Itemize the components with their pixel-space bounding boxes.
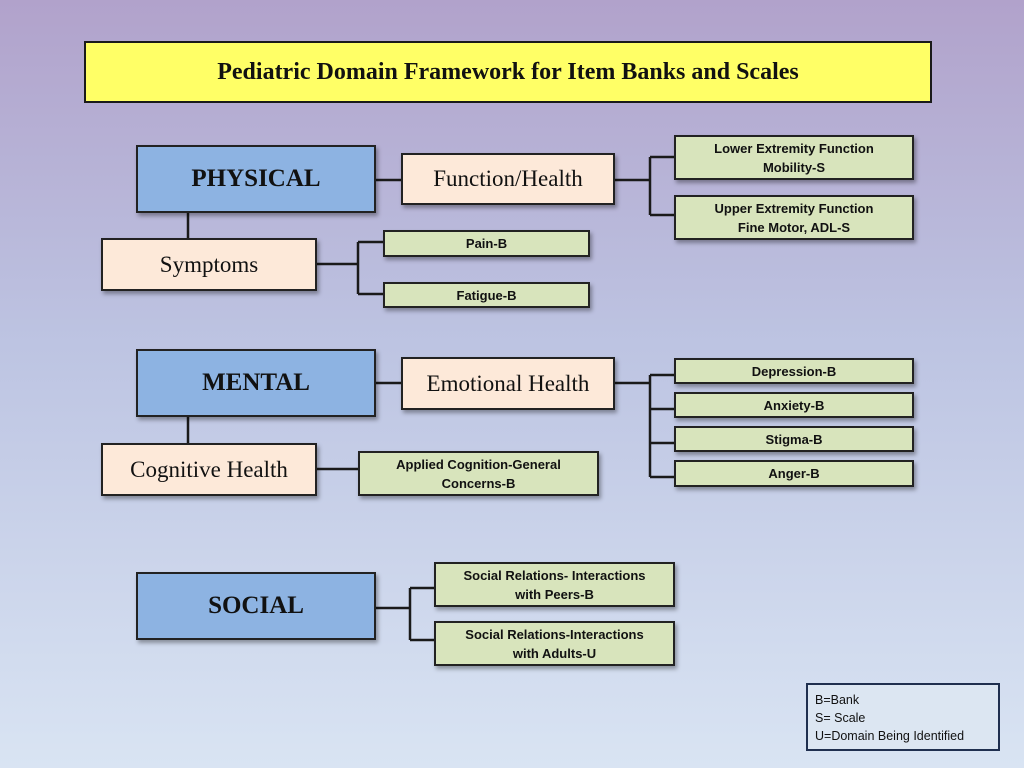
item-line: Anxiety-B [763,397,825,413]
item-line: with Adults-U [512,645,597,661]
item-line: Concerns-B [441,475,516,491]
subdomain-function-health: Function/Health [401,153,615,205]
item-peers: Social Relations- Interactions with Peer… [434,562,675,607]
subdomain-symptoms: Symptoms [101,238,317,291]
legend-entry: U=Domain Being Identified [815,729,965,743]
domain-social: SOCIAL [136,572,376,640]
legend-entry: S= Scale [815,711,866,725]
item-adults: Social Relations-Interactions with Adult… [434,621,675,666]
item-line: Social Relations-Interactions [465,626,644,642]
item-stigma: Stigma-B [674,426,914,452]
item-line: Lower Extremity Function [714,140,874,156]
subdomain-cognitive-health: Cognitive Health [101,443,317,496]
item-line: Upper Extremity Function [714,200,874,216]
item-applied-cognition: Applied Cognition-General Concerns-B [358,451,599,496]
item-line: Depression-B [751,363,837,379]
item-line: Anger-B [768,466,820,481]
page-title: Pediatric Domain Framework for Item Bank… [84,41,932,103]
legend-box: B=Bank S= Scale U=Domain Being Identifie… [806,683,1000,751]
legend-entry: B=Bank [815,693,860,707]
item-line: Social Relations- Interactions [463,567,646,583]
item-lower-extremity: Lower Extremity Function Mobility-S [674,135,914,180]
item-fatigue: Fatigue-B [383,282,590,308]
domain-mental: MENTAL [136,349,376,417]
item-anger: Anger-B [674,460,914,487]
item-pain: Pain-B [383,230,590,257]
item-line: Pain-B [465,236,508,251]
domain-physical: PHYSICAL [136,145,376,213]
item-line: Applied Cognition-General [396,456,561,472]
item-depression: Depression-B [674,358,914,384]
item-line: with Peers-B [515,586,594,602]
item-upper-extremity: Upper Extremity Function Fine Motor, ADL… [674,195,914,240]
item-line: Fatigue-B [456,287,517,303]
item-line: Mobility-S [762,159,826,175]
item-line: Fine Motor, ADL-S [737,219,851,235]
item-line: Stigma-B [765,431,823,447]
subdomain-emotional-health: Emotional Health [401,357,615,410]
item-anxiety: Anxiety-B [674,392,914,418]
